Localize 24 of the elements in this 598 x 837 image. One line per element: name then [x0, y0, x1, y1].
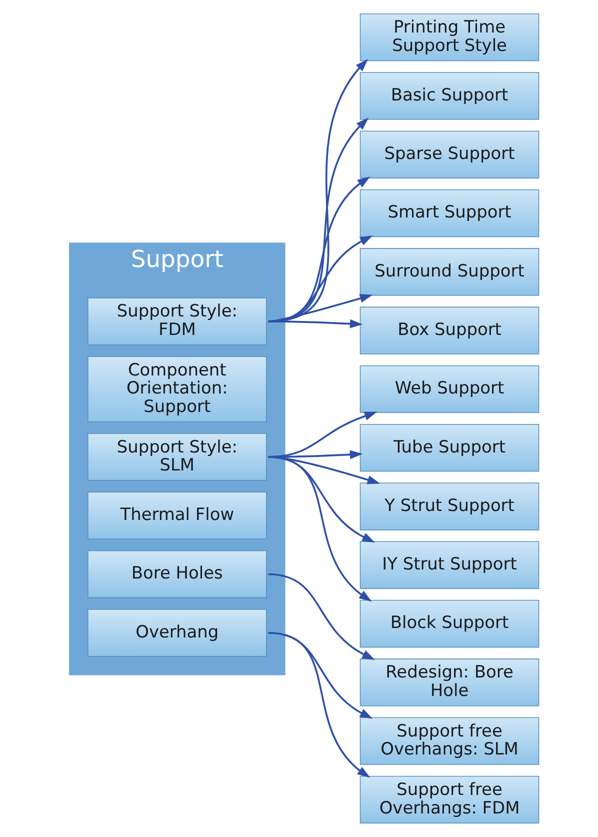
node-box: Thermal Flow [88, 492, 267, 540]
node-box: Redesign: Bore Hole [360, 658, 540, 706]
node-box: Web Support [360, 365, 540, 414]
arrow [268, 456, 372, 602]
node-box: Component Orientation: Support [88, 356, 267, 422]
node-box: Basic Support [360, 72, 540, 120]
node-box: Surround Support [360, 248, 540, 296]
arrow [268, 632, 370, 778]
node-box: Printing Time Support Style [360, 13, 540, 62]
node-box: Support Style: SLM [88, 433, 267, 481]
arrow [268, 319, 363, 328]
node-box: Box Support [360, 306, 540, 354]
node-box: Overhang [88, 609, 267, 657]
node-box: Y Strut Support [360, 482, 540, 530]
node-box: Tube Support [360, 424, 540, 472]
node-box: Block Support [360, 600, 540, 648]
node-box: Sparse Support [360, 130, 540, 178]
node-box: Bore Holes [88, 550, 267, 598]
node-box: IY Strut Support [360, 541, 540, 589]
node-box: Support Style: FDM [88, 298, 267, 346]
node-box: Smart Support [360, 189, 540, 238]
arrow [268, 573, 375, 660]
node-box: Support free Overhangs: SLM [360, 717, 540, 765]
node-box: Support free Overhangs: FDM [360, 776, 540, 824]
